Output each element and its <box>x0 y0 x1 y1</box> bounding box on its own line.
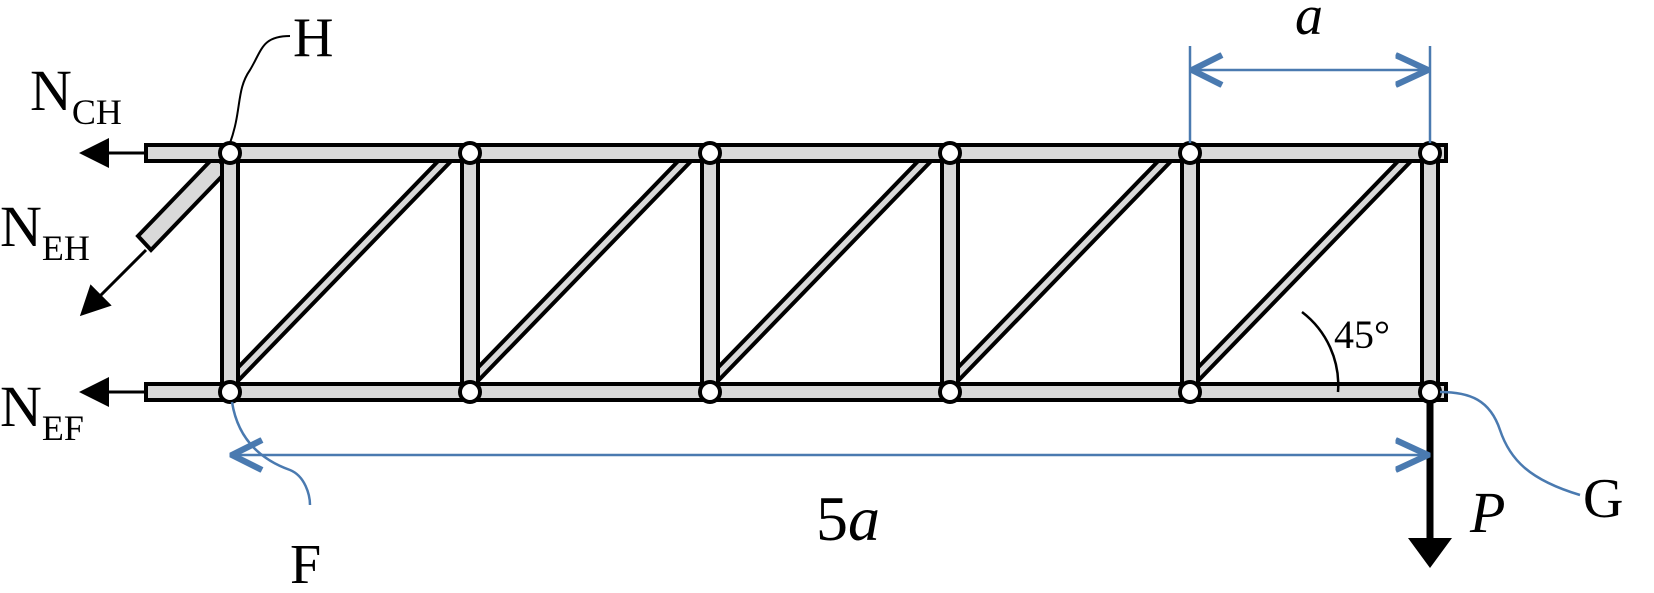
diagonal-members <box>135 152 1423 386</box>
label-NCH: NCH <box>30 58 122 132</box>
diagonal-member <box>217 152 463 386</box>
cut-diagonal-member <box>135 153 231 253</box>
joint <box>938 141 962 165</box>
label-H: H <box>293 7 333 69</box>
leader-H <box>229 35 291 144</box>
diagonal-member <box>697 152 943 386</box>
joint <box>1178 380 1202 404</box>
panel-dimension <box>1188 46 1432 143</box>
vertical-member <box>940 152 960 386</box>
vertical-member <box>460 152 480 386</box>
load-arrowhead <box>1408 538 1452 568</box>
vertical-member <box>220 152 240 386</box>
vertical-member <box>1420 152 1440 386</box>
joints <box>218 141 1442 404</box>
joint <box>458 380 482 404</box>
label-P: P <box>1469 480 1505 545</box>
joint-H <box>218 141 242 165</box>
leader-F <box>230 401 312 506</box>
joint <box>698 141 722 165</box>
diagonal-member <box>457 152 703 386</box>
diagonal-member <box>937 152 1183 386</box>
label-5a: 5a <box>816 483 880 554</box>
vertical-member <box>700 152 720 386</box>
joint-G <box>1418 380 1442 404</box>
vertical-member <box>1180 152 1200 386</box>
top-chord <box>144 143 1448 163</box>
joint-F <box>218 380 242 404</box>
label-angle-45: 45° <box>1334 312 1390 357</box>
vertical-members <box>220 152 1440 386</box>
joint <box>458 141 482 165</box>
bottom-chord <box>144 382 1448 402</box>
angle-arc <box>1301 311 1340 393</box>
leader-G <box>1439 390 1581 497</box>
label-F: F <box>290 534 321 593</box>
label-panel-a: a <box>1295 0 1323 47</box>
joint <box>1178 141 1202 165</box>
joint <box>698 380 722 404</box>
force-arrow-NEH <box>79 248 148 317</box>
joint <box>938 380 962 404</box>
label-NEH: NEH <box>0 194 90 268</box>
label-G: G <box>1583 468 1623 530</box>
label-NEF: NEF <box>0 374 84 448</box>
joint <box>1418 141 1442 165</box>
